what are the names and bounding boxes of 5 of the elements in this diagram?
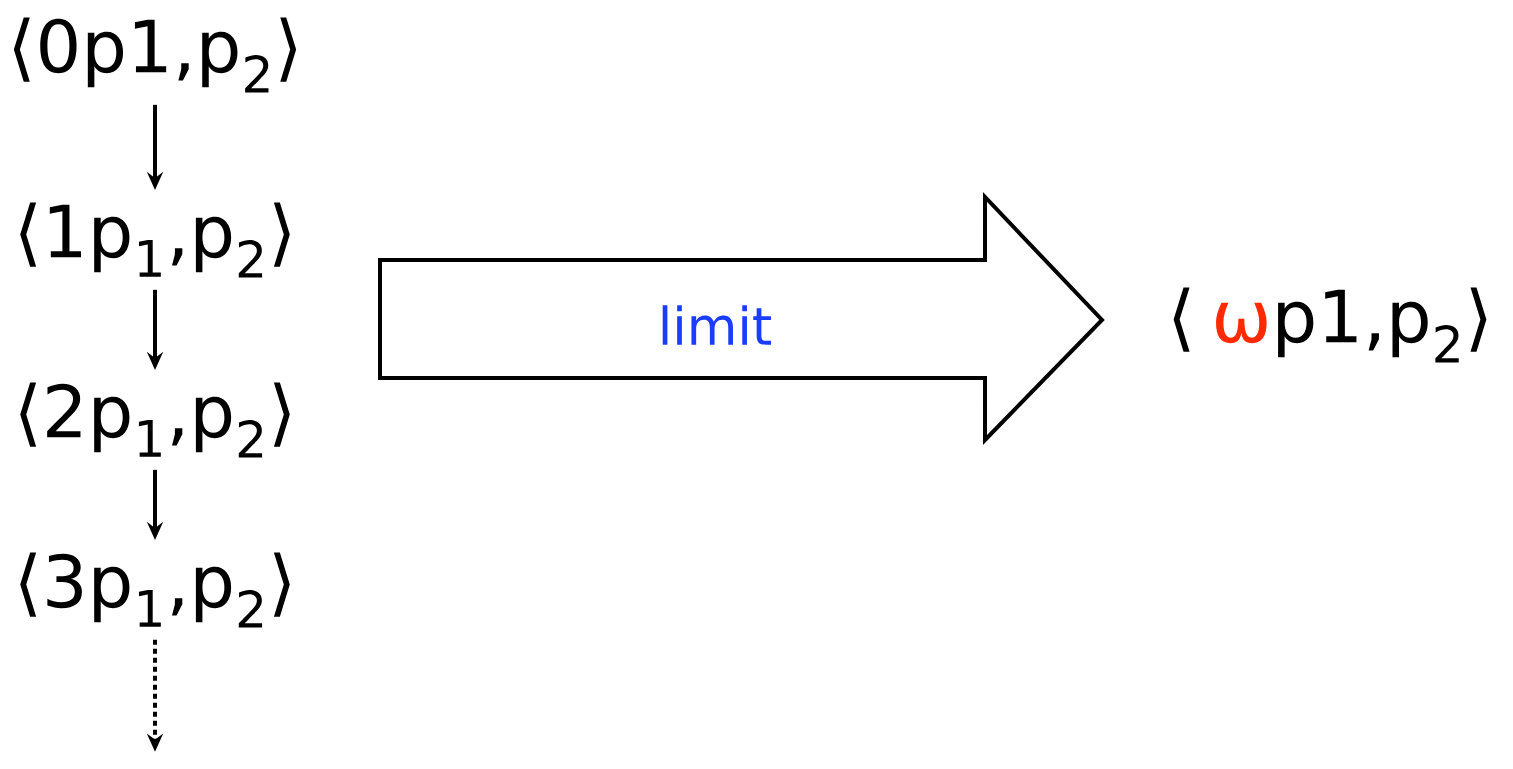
formula-label: ⟨1p$_{1}$,p$_{2}$⟩: [20, 202, 290, 278]
formula-label: ⟨2p$_{1}$,p$_{2}$⟩: [20, 382, 290, 458]
formula-label: ⟨3p$_{1}$,p$_{2}$⟩: [20, 552, 290, 628]
formula-label: ⟨ ωp1,p$_{2}$⟩: [1173, 287, 1487, 363]
formula-label: ⟨0p1,p$_{2}$⟩: [13, 17, 297, 93]
